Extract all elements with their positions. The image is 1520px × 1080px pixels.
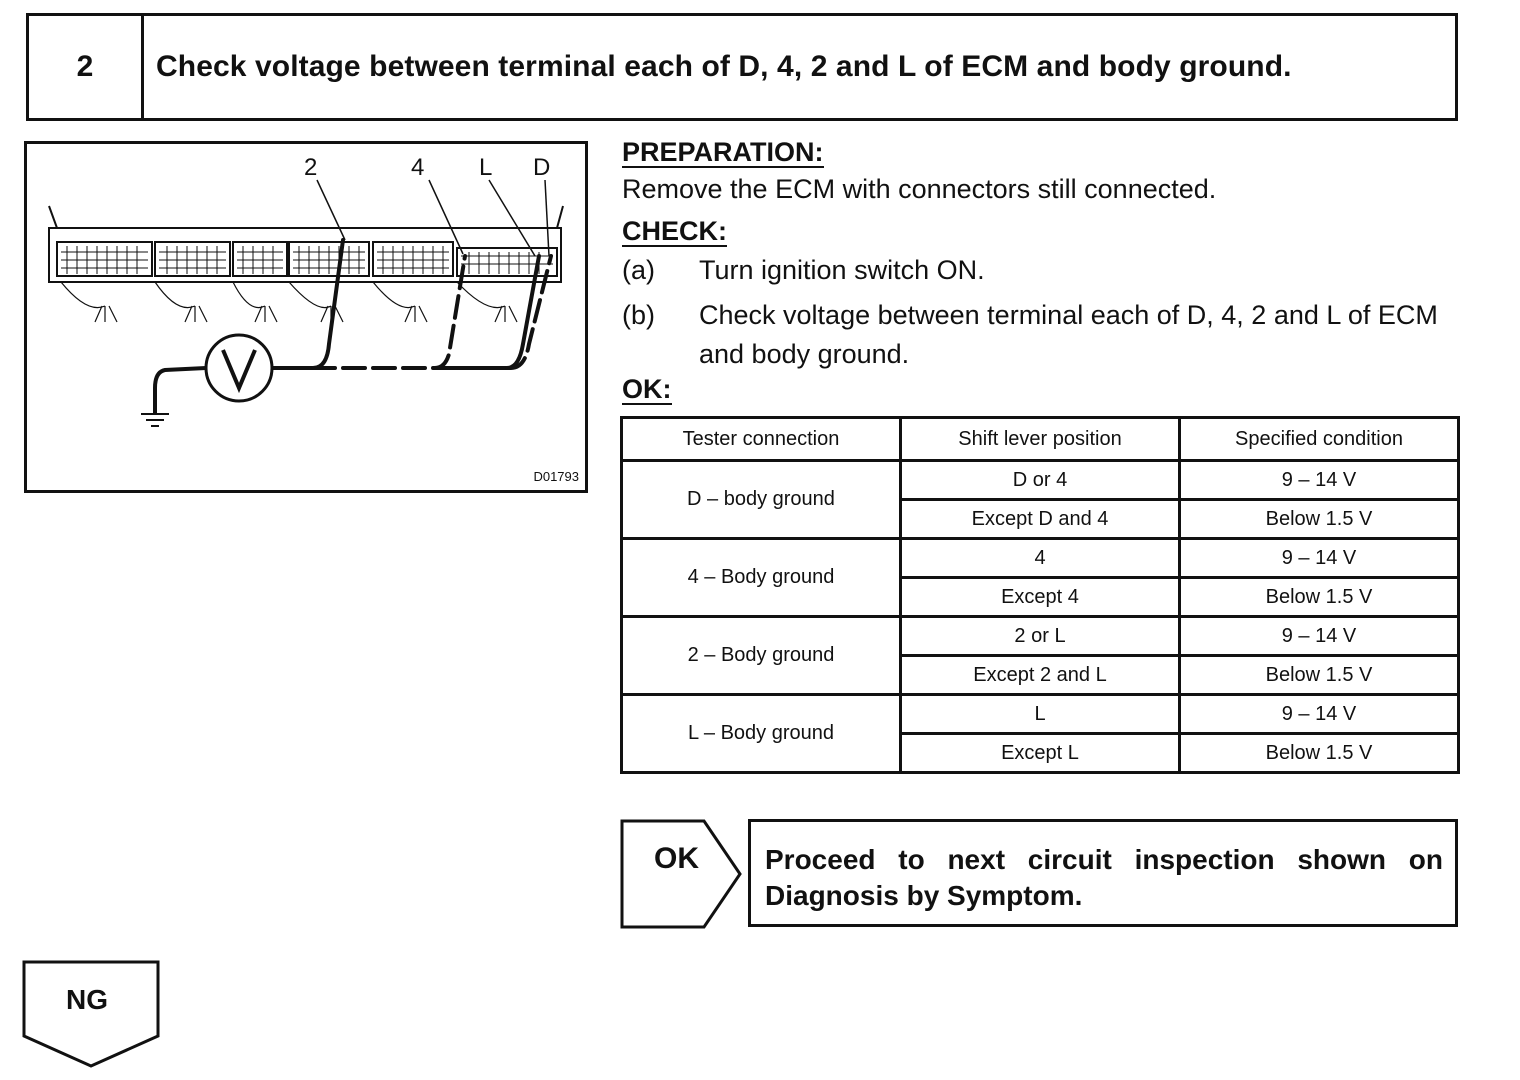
ok-arrow-shape <box>620 819 742 929</box>
ok-heading: OK: <box>622 374 672 406</box>
terminal-label-2: 2 <box>304 154 318 181</box>
ecm-connector-diagram: 2 4 L D D01793 <box>24 141 588 493</box>
cell-condition: 9 – 14 V <box>1178 537 1460 579</box>
check-heading: CHECK: <box>622 216 727 248</box>
header-tester-connection: Tester connection <box>620 416 902 462</box>
ok-result-label: OK <box>654 842 699 875</box>
cell-condition: 9 – 14 V <box>1178 693 1460 735</box>
cell-condition: Below 1.5 V <box>1178 654 1460 696</box>
terminal-label-l: L <box>479 154 493 181</box>
step-number: 2 <box>29 16 144 118</box>
ecm-diagram-illustration <box>48 179 564 427</box>
step-header: 2 Check voltage between terminal each of… <box>26 13 1458 121</box>
cell-position: Except D and 4 <box>899 498 1181 540</box>
cell-condition: 9 – 14 V <box>1178 459 1460 501</box>
check-step-a: (a) Turn ignition switch ON. <box>622 255 1464 286</box>
ng-arrow-shape <box>22 960 160 1068</box>
table-header-row: Tester connection Shift lever position S… <box>620 416 1460 462</box>
preparation-heading: PREPARATION: <box>622 137 824 169</box>
cell-position: Except 2 and L <box>899 654 1181 696</box>
table-row: 4 – Body ground 4 9 – 14 V <box>620 537 1460 618</box>
table-row: Except 4 Below 1.5 V <box>622 576 1460 618</box>
table-row: Except D and 4 Below 1.5 V <box>622 498 1460 540</box>
ng-result-label: NG <box>66 984 108 1015</box>
check-step-text: Turn ignition switch ON. <box>699 255 985 285</box>
cell-connection: 4 – Body ground <box>620 537 902 618</box>
step-title: Check voltage between terminal each of D… <box>156 50 1292 83</box>
cell-connection: L – Body ground <box>620 693 902 774</box>
check-step-text: Check voltage between terminal each of D… <box>699 300 1438 370</box>
cell-condition: Below 1.5 V <box>1178 732 1460 774</box>
preparation-text: Remove the ECM with connectors still con… <box>622 174 1217 204</box>
cell-position: 2 or L <box>899 615 1181 657</box>
cell-connection: 2 – Body ground <box>620 615 902 696</box>
terminal-label-4: 4 <box>411 154 425 181</box>
cell-position: Except L <box>899 732 1181 774</box>
header-specified-condition: Specified condition <box>1178 416 1460 462</box>
table-row: Except 2 and L Below 1.5 V <box>622 654 1460 696</box>
check-step-b: (b) Check voltage between terminal each … <box>622 296 1464 374</box>
table-row: D – body ground D or 4 9 – 14 V <box>620 459 1460 540</box>
header-shift-lever-position: Shift lever position <box>899 416 1181 462</box>
check-step-mark: (b) <box>622 300 655 330</box>
cell-position: L <box>899 693 1181 735</box>
cell-condition: Below 1.5 V <box>1178 576 1460 618</box>
cell-condition: 9 – 14 V <box>1178 615 1460 657</box>
cell-position: Except 4 <box>899 576 1181 618</box>
terminal-label-d: D <box>533 154 551 181</box>
check-step-mark: (a) <box>622 255 655 285</box>
cell-position: 4 <box>899 537 1181 579</box>
ok-result-text: Proceed to next circuit inspection shown… <box>748 819 1458 927</box>
ecm-connectors <box>56 241 558 277</box>
table-row: Except L Below 1.5 V <box>622 732 1460 774</box>
diagram-id: D01793 <box>533 469 579 484</box>
spec-table: Tester connection Shift lever position S… <box>620 416 1460 774</box>
cell-connection: D – body ground <box>620 459 902 540</box>
ground-symbol-icon <box>141 413 169 427</box>
table-row: 2 – Body ground 2 or L 9 – 14 V <box>620 615 1460 696</box>
table-row: L – Body ground L 9 – 14 V <box>620 693 1460 774</box>
cell-condition: Below 1.5 V <box>1178 498 1460 540</box>
cell-position: D or 4 <box>899 459 1181 501</box>
